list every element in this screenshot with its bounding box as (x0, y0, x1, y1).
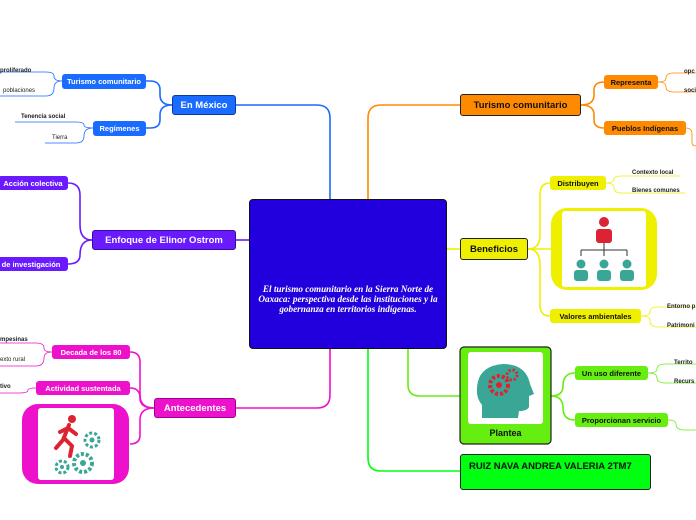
central-topic-title: El turismo comunitario en la Sierra Nort… (258, 284, 438, 314)
node-accion-colectiva[interactable]: Acción colectiva (0, 176, 68, 190)
leaf-campesinas[interactable]: mpesinas (0, 337, 28, 343)
leaf-contexto-local[interactable]: Contexto local (632, 170, 674, 176)
leaf-tenencia-social[interactable]: Tenencia social (21, 114, 66, 120)
node-pueblos-indigenas[interactable]: Pueblos Indígenas (604, 121, 686, 135)
running-person-gears-icon (22, 404, 129, 484)
central-topic[interactable] (249, 199, 447, 349)
leaf-bienes-comunes[interactable]: Bienes comunes (632, 188, 680, 194)
node-valores-ambientales[interactable]: Valores ambientales (550, 309, 641, 323)
head-gears-icon (459, 346, 552, 445)
leaf-patrimonio[interactable]: Patrimoni (667, 323, 695, 329)
node-author[interactable]: RUIZ NAVA ANDREA VALERIA 2TM7 (460, 454, 651, 490)
node-turismo-comunitario[interactable]: Turismo comunitario (460, 94, 581, 116)
node-proporcionan-servicio[interactable]: Proporcionan servicio (575, 413, 668, 427)
node-representa[interactable]: Representa (604, 75, 658, 89)
leaf-contexto-rural[interactable]: exto rural (0, 357, 26, 363)
node-beneficios[interactable]: Beneficios (460, 238, 528, 260)
leaf-soci[interactable]: soci (684, 88, 696, 94)
node-uso-diferente[interactable]: Un uso diferente (575, 366, 648, 380)
node-distribuyen[interactable]: Distribuyen (550, 176, 606, 190)
leaf-opc[interactable]: opc (684, 69, 695, 75)
node-enfoque-ostrom[interactable]: Enfoque de Elinor Ostrom (92, 230, 236, 250)
org-chart-icon (551, 208, 657, 290)
node-regimenes[interactable]: Regímenes (93, 121, 146, 136)
node-turismo-comunitario-mx[interactable]: Turismo comunitario (62, 74, 146, 89)
node-investigacion[interactable]: de investigación (0, 257, 68, 271)
leaf-entorno[interactable]: Entorno p (667, 304, 696, 310)
leaf-proliferado[interactable]: proliferado (0, 68, 32, 74)
node-decada-80[interactable]: Decada de los 80 (52, 345, 130, 359)
node-plantea-label[interactable]: Plantea (489, 428, 522, 438)
leaf-recursos[interactable]: Recurs (674, 379, 695, 385)
leaf-tivo[interactable]: tivo (0, 384, 11, 390)
leaf-poblaciones[interactable]: poblaciones (3, 88, 36, 94)
node-actividad-sustentada[interactable]: Actividad sustentada (36, 381, 130, 395)
leaf-tierra[interactable]: Tierra (52, 135, 68, 141)
node-en-mexico[interactable]: En México (172, 95, 236, 115)
node-antecedentes[interactable]: Antecedentes (154, 398, 236, 418)
leaf-territorio[interactable]: Territo (674, 360, 693, 366)
